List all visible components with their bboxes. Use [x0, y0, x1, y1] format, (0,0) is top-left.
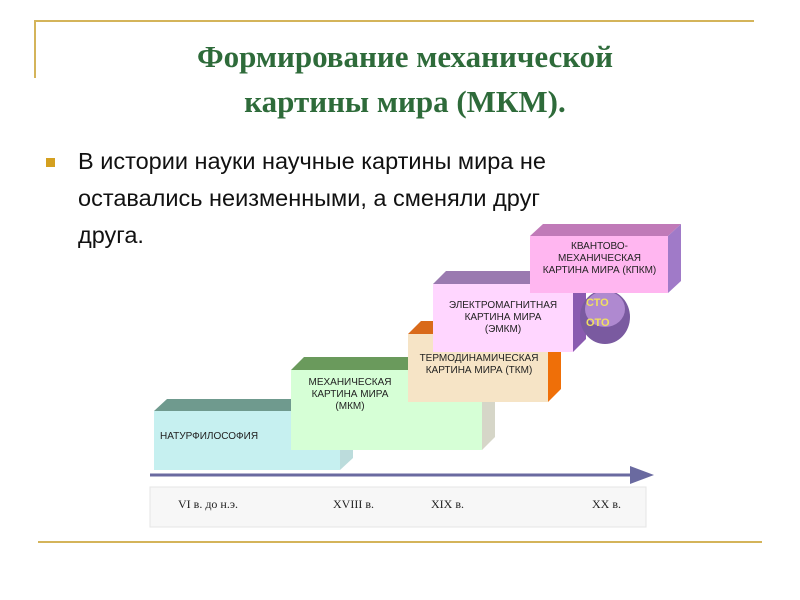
label-electromagnetic: ЭЛЕКТРОМАГНИТНАЯ КАРТИНА МИРА (ЭМКМ) [434, 300, 572, 336]
slide-title: Формирование механической картины мира (… [60, 34, 750, 124]
axis-label-vi-bc: VI в. до н.э. [178, 497, 239, 511]
frame-left-line [34, 20, 36, 78]
sto-text: СТО [586, 297, 609, 309]
frame-top-line [34, 20, 754, 22]
bullet-text: В истории науки научные картины мира не … [78, 143, 688, 254]
step-text: ЭЛЕКТРОМАГНИТНАЯ [448, 300, 558, 311]
step-text: КАРТИНА МИРА (КПКМ) [542, 265, 657, 276]
step-text: МЕХАНИЧЕСКАЯ [308, 377, 392, 388]
axis-label-xx: XX в. [592, 497, 621, 511]
step-text: КАРТИНА МИРА [464, 312, 542, 323]
oto-text: ОТО [586, 317, 610, 329]
label-thermodynamic: ТЕРМОДИНАМИЧЕСКАЯ КАРТИНА МИРА (ТКМ) [406, 353, 552, 377]
step-text: КВАНТОВО- [571, 241, 628, 252]
step-quantum [530, 224, 681, 293]
oto-label: ОТО [586, 317, 610, 330]
axis-label-xviii: XVIII в. [333, 497, 374, 511]
step-electromagnetic [433, 271, 586, 352]
sto-label: СТО [586, 297, 609, 310]
sto-oto-sphere [580, 290, 630, 344]
bullet-marker [46, 158, 55, 167]
step-text: (ЭМКМ) [484, 324, 522, 335]
title-line-2: картины мира (МКМ). [244, 84, 566, 119]
label-mechanical: МЕХАНИЧЕСКАЯ КАРТИНА МИРА (МКМ) [294, 377, 406, 413]
axis-label-xix: XIX в. [431, 497, 464, 511]
bullet-line-2: оставались неизменными, а сменяли друг [78, 185, 540, 211]
title-line-1: Формирование механической [196, 39, 614, 74]
step-text: (МКМ) [335, 401, 365, 412]
label-naturphilosophy: НАТУРФИЛОСОФИЯ [160, 431, 290, 443]
step-text: ТЕРМОДИНАМИЧЕСКАЯ [419, 353, 539, 364]
axis-panel [149, 486, 647, 528]
step-text: КАРТИНА МИРА [311, 389, 389, 400]
bullet-line-3: друга. [78, 222, 144, 248]
step-text: НАТУРФИЛОСОФИЯ [160, 431, 259, 442]
step-text: КАРТИНА МИРА (ТКМ) [425, 365, 533, 376]
bullet-line-1: В истории науки научные картины мира не [78, 148, 546, 174]
timeline-arrowhead [630, 466, 654, 484]
frame-bottom-line [38, 541, 762, 543]
label-quantum: КВАНТОВО- МЕХАНИЧЕСКАЯ КАРТИНА МИРА (КПК… [531, 241, 668, 277]
step-text: МЕХАНИЧЕСКАЯ [557, 253, 642, 264]
